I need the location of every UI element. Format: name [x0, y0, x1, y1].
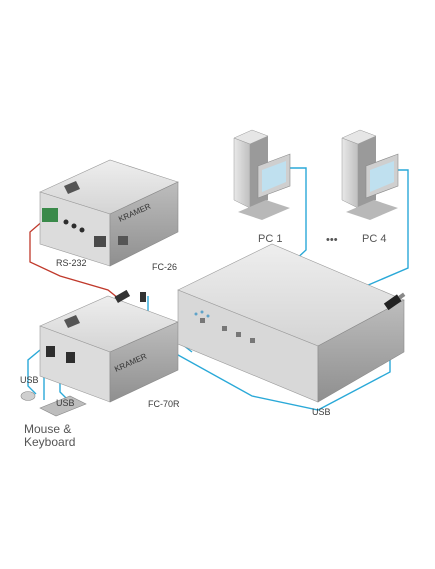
rs232-label: RS-232	[56, 258, 87, 268]
usb-label-bottom: USB	[312, 407, 331, 417]
usb-cable-pc4	[344, 169, 409, 296]
usb-plug-icon	[383, 292, 406, 311]
pc1-keyboard	[238, 200, 290, 220]
switch-button-4	[250, 338, 255, 343]
fc70r-device: KRAMER	[39, 295, 179, 403]
keyboard-icon	[39, 395, 87, 417]
mouse-keyboard-label-2: Keyboard	[24, 435, 75, 449]
rj45-port	[94, 236, 106, 247]
pc1-label: PC 1	[258, 233, 282, 245]
pc1-computer	[233, 129, 291, 220]
usb-cable-mouse	[27, 349, 41, 395]
fc26-device: KRAMER	[39, 159, 179, 267]
rs232-cable	[29, 219, 119, 299]
usb-cable-pc1	[290, 167, 307, 263]
switch-button-3	[236, 332, 241, 337]
switch-button-2	[222, 326, 227, 331]
kvm-switch-device	[177, 243, 405, 403]
usb-label-keyboard: USB	[56, 398, 75, 408]
mouse-keyboard-label-1: Mouse &	[24, 422, 71, 436]
pc4-computer	[341, 129, 399, 220]
fc26-label: FC-26	[152, 262, 177, 272]
ellipsis-label: •••	[326, 234, 338, 246]
usb-label-left: USB	[20, 375, 39, 385]
mouse-icon	[20, 391, 36, 401]
usb-port-2	[66, 352, 75, 363]
usb-plug-icon	[140, 292, 146, 302]
pc4-keyboard	[346, 200, 398, 220]
terminal-block	[42, 208, 58, 222]
pc4-label: PC 4	[362, 233, 386, 245]
switch-button-1	[200, 318, 205, 323]
fc70r-label: FC-70R	[148, 399, 180, 409]
brand-logo	[64, 315, 80, 328]
usb-port-1	[46, 346, 55, 357]
usb-plug-icon	[114, 289, 131, 303]
brand-logo	[64, 181, 80, 194]
